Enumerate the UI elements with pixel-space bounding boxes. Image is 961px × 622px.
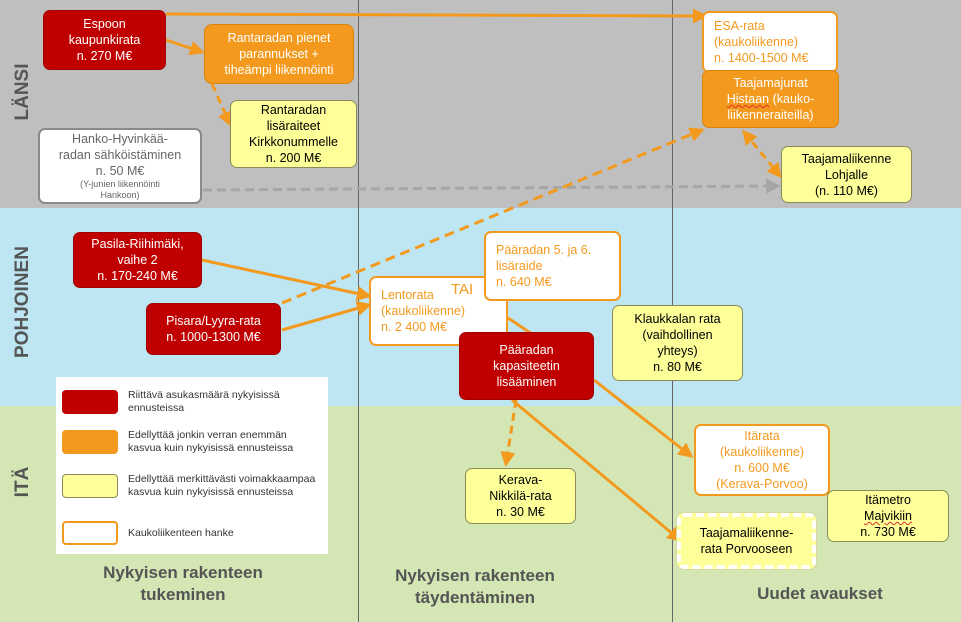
project-note: (Y-junien liikennöinti Hankoon): [80, 179, 160, 200]
project-rantaradan-lisaraiteet: Rantaradan lisäraiteet Kirkkonummelle n.…: [230, 100, 357, 168]
legend-swatch-red: [62, 390, 118, 414]
arrow-pisara-lentorata: [281, 301, 372, 332]
project-label: Pääradan 5. ja 6. lisäraide n. 640 M€: [496, 243, 592, 289]
project-label: Klaukkalan rata (vaihdollinen yhteys) n.…: [634, 312, 721, 374]
project-itarata: Itärata (kaukoliikenne) n. 600 M€ (Kerav…: [694, 424, 830, 496]
project-label: Lentorata (kaukoliikenne) n. 2 400 M€: [381, 288, 466, 334]
legend-swatch-orange: [62, 430, 118, 454]
legend-text-orange: Edellyttää jonkin verran enemmän kasvua …: [128, 429, 294, 454]
project-taajamajunat-histaan: Taajamajunat Histaan (kauko- liikennerai…: [702, 70, 839, 128]
project-label-part: Itämetro: [865, 493, 911, 507]
project-taajamaliikenne-lohjalle: Taajamaliikenne Lohjalle (n. 110 M€): [781, 146, 912, 203]
arrow-taajamajunat-lohjalle: [742, 129, 782, 179]
legend-row-orange: Edellyttää jonkin verran enemmän kasvua …: [62, 429, 318, 455]
project-label: Espoon kaupunkirata n. 270 M€: [68, 17, 141, 63]
alternative-label-tai: TAI: [451, 281, 474, 298]
project-espoon-kaupunkirata: Espoon kaupunkirata n. 270 M€: [43, 10, 166, 70]
project-rantaradan-pienet: Rantaradan pienet parannukset + tiheämpi…: [204, 24, 354, 84]
legend: Riittävä asukasmäärä nykyisissä ennustei…: [56, 377, 328, 554]
arrow-kapasiteetin-kerava: [500, 399, 518, 467]
project-esa-rata: ESA-rata (kaukoliikenne) n. 1400-1500 M€: [702, 11, 838, 73]
legend-swatch-outline: [62, 521, 118, 545]
arrow-kapasiteetin-itarata: [593, 378, 694, 458]
legend-text-yellow: Edellyttää merkittävästi voimakkaampaa k…: [128, 473, 316, 498]
legend-row-outline: Kaukoliikenteen hanke: [62, 521, 318, 545]
arrow-espoo-esa: [165, 8, 708, 24]
project-taajamaliikenne-porvoo: Taajamaliikenne- rata Porvooseen: [677, 513, 816, 569]
project-label-underlined: Histaan: [726, 92, 770, 106]
project-label: Taajamaliikenne- rata Porvooseen: [699, 526, 794, 556]
column-label-1: Nykyisen rakenteen tukeminen: [103, 563, 263, 604]
legend-text-red: Riittävä asukasmäärä nykyisissä ennustei…: [128, 389, 280, 414]
arrow-hanko-lohjalle: [202, 178, 781, 194]
arrow-lentorata-kapasiteetin: [507, 316, 533, 336]
project-label: Taajamajunat Histaan (kauko- liikennerai…: [727, 75, 815, 123]
project-klaukkalan-rata: Klaukkalan rata (vaihdollinen yhteys) n.…: [612, 305, 743, 381]
project-hanko-hyvinkaa: Hanko-Hyvinkää- radan sähköistäminen n. …: [38, 128, 202, 204]
project-label: Hanko-Hyvinkää- radan sähköistäminen n. …: [58, 132, 182, 178]
project-label: Kerava- Nikkilä-rata n. 30 M€: [489, 473, 552, 519]
project-paaradan-kapasiteetin: Pääradan kapasiteetin lisääminen: [459, 332, 594, 400]
project-label-underlined: Majvikiin: [864, 509, 912, 523]
project-label: Pisara/Lyyra-rata n. 1000-1300 M€: [166, 314, 261, 344]
project-label: Rantaradan lisäraiteet Kirkkonummelle n.…: [249, 103, 338, 165]
project-pasila-riihimaki: Pasila-Riihimäki, vaihe 2 n. 170-240 M€: [73, 232, 202, 288]
project-label: Itärata (kaukoliikenne) n. 600 M€ (Kerav…: [716, 429, 808, 491]
project-label: Pasila-Riihimäki, vaihe 2 n. 170-240 M€: [91, 237, 184, 283]
project-paaradan-lisaraide: Pääradan 5. ja 6. lisäraide n. 640 M€: [484, 231, 621, 301]
legend-row-red: Riittävä asukasmäärä nykyisissä ennustei…: [62, 389, 318, 415]
project-label: Taajamaliikenne Lohjalle (n. 110 M€): [801, 151, 892, 198]
arrow-espoo-rantaradan: [165, 38, 205, 56]
column-label-3: Uudet avaukset: [757, 584, 883, 603]
arrow-kapasiteetin-porvoo: [511, 398, 683, 542]
project-label: ESA-rata (kaukoliikenne) n. 1400-1500 M€: [714, 19, 809, 65]
project-label: Rantaradan pienet parannukset + tiheämpi…: [224, 31, 334, 77]
project-label-part: Taajamajunat: [733, 76, 808, 90]
arrow-pisara-taajamajunat: [281, 127, 705, 305]
project-kerava-nikkila: Kerava- Nikkilä-rata n. 30 M€: [465, 468, 576, 524]
project-itametro-majvikiin: Itämetro Majvikiin n. 730 M€: [827, 490, 949, 542]
project-pisara-lyyra: Pisara/Lyyra-rata n. 1000-1300 M€: [146, 303, 281, 355]
project-label-part: (kauko- liikenneraiteilla): [727, 92, 815, 122]
legend-text-outline: Kaukoliikenteen hanke: [128, 526, 234, 539]
project-label: Itämetro Majvikiin n. 730 M€: [860, 492, 916, 540]
project-label-part: n. 730 M€: [860, 525, 916, 539]
column-label-2: Nykyisen rakenteen täydentäminen: [395, 566, 555, 607]
arrow-pasila-lentorata: [201, 258, 372, 301]
legend-row-yellow: Edellyttää merkittävästi voimakkaampaa k…: [62, 473, 318, 499]
project-label: Pääradan kapasiteetin lisääminen: [493, 343, 560, 389]
arrow-rantaradan-lisaraiteet: [210, 83, 232, 127]
legend-swatch-yellow: [62, 474, 118, 498]
